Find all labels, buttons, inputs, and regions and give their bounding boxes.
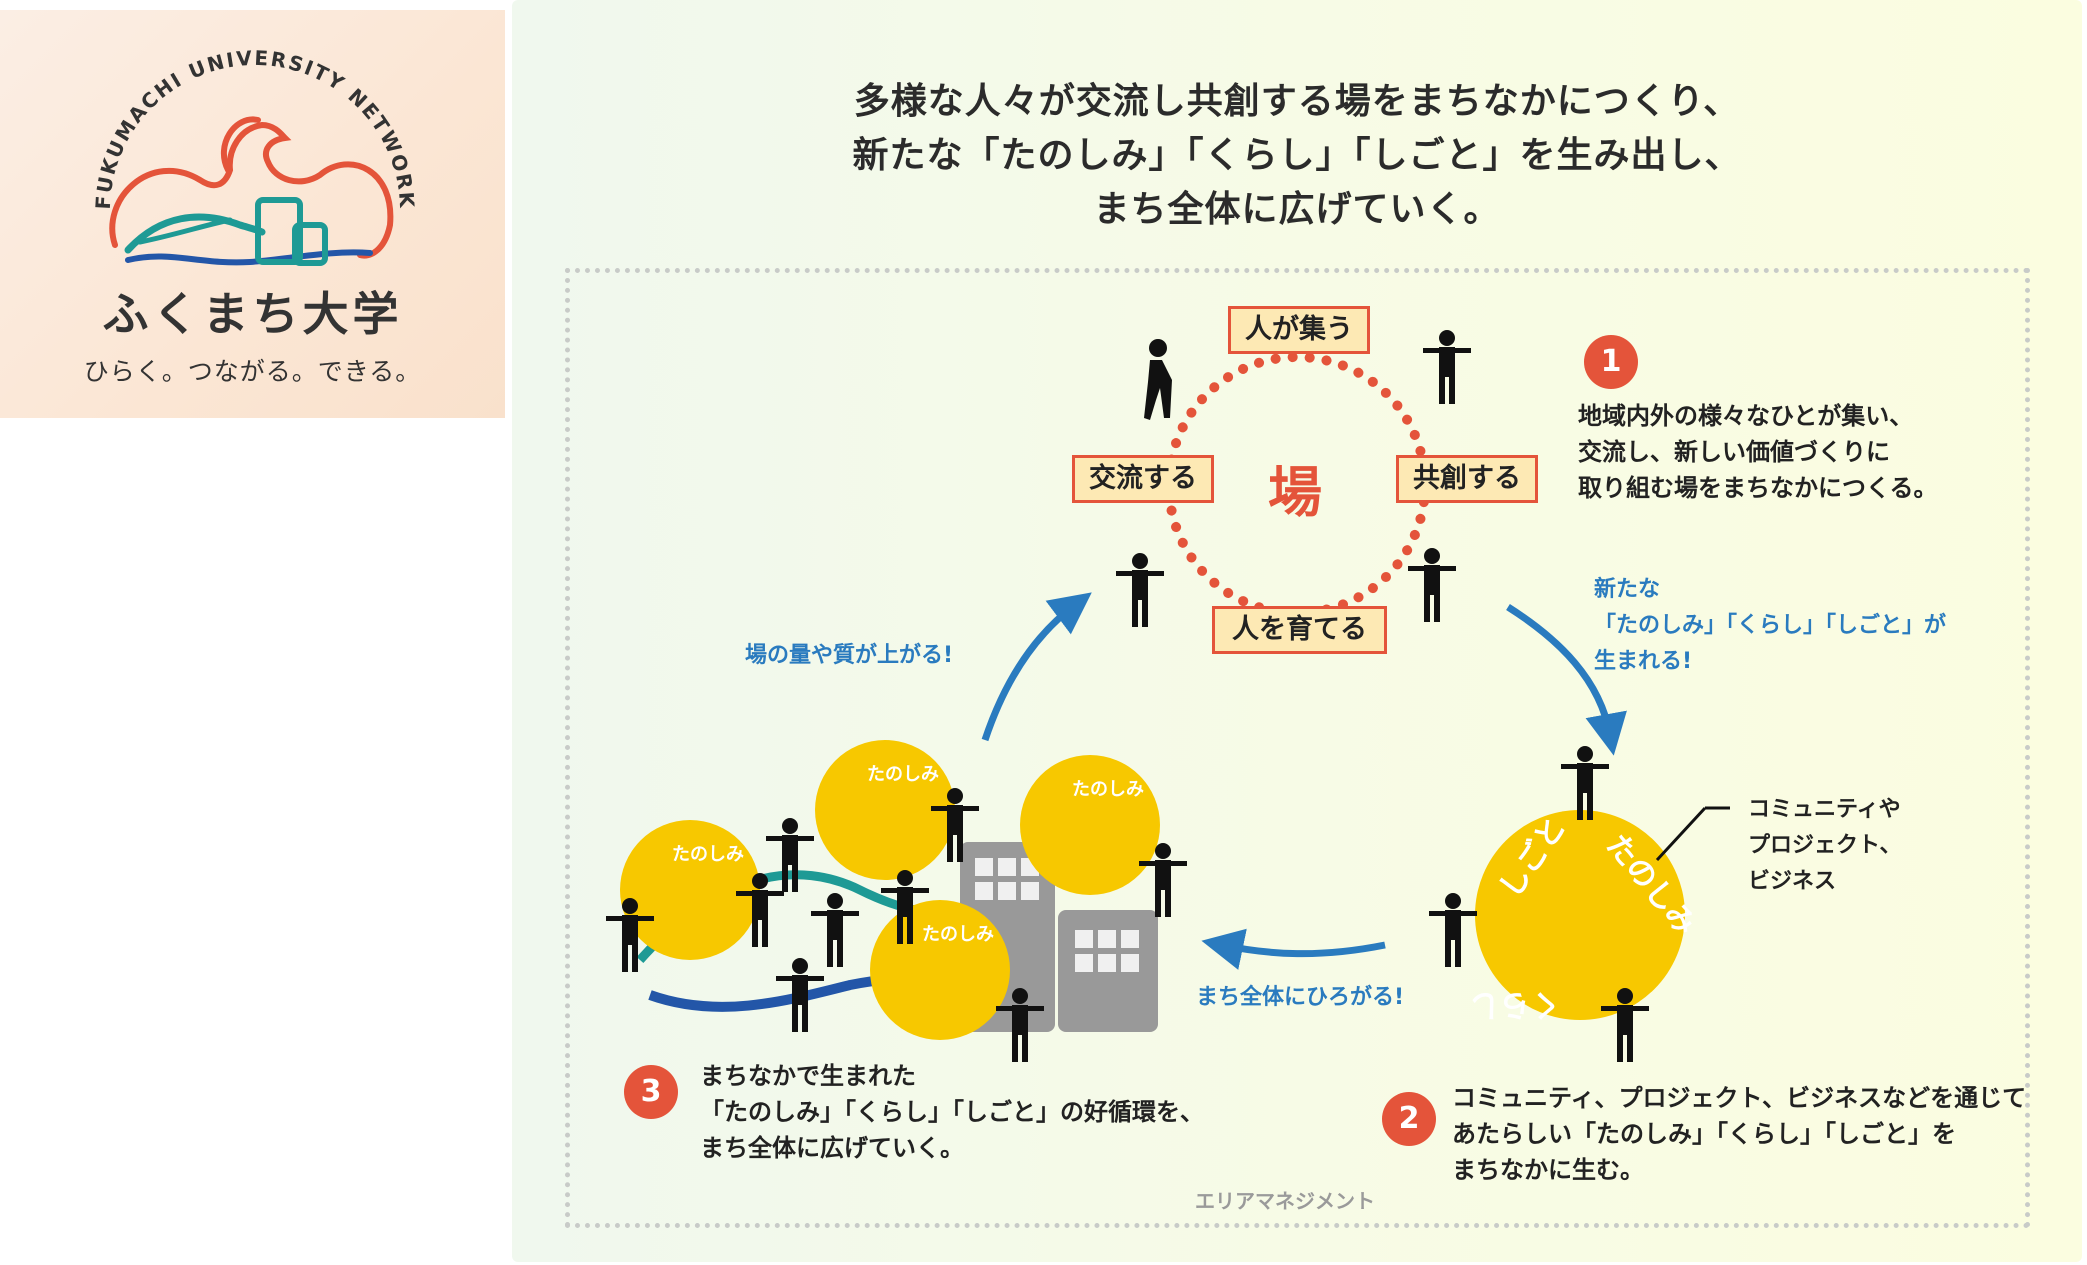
step-3-badge: 3 <box>624 1065 678 1119</box>
person-icon <box>1144 339 1172 420</box>
arrow-to-step3 <box>1201 928 1386 970</box>
arrow-to-step1 <box>981 592 1092 742</box>
small-circle <box>620 820 760 960</box>
small-circle <box>1020 755 1160 895</box>
circle-word-b: くらし <box>1470 987 1560 1022</box>
label-exchange: 交流する <box>1072 455 1214 503</box>
ba-center-label: 場 <box>1268 461 1322 524</box>
step-3-line-3: まち全体に広げていく。 <box>700 1134 964 1162</box>
circle-word-a: たのしみ <box>672 844 744 865</box>
arrow-to-step2 <box>1506 604 1627 756</box>
heading-line-1: 多様な人々が交流し共創する場をまちなかにつくり、 <box>853 81 1741 122</box>
label-nurture: 人を育てる <box>1212 606 1387 654</box>
community-pointer <box>1655 806 1707 862</box>
step-3-line-1: まちなかで生まれた <box>700 1062 916 1090</box>
step-2-line-2: あたらしい「たのしみ」「くらし」「しごと」を <box>1452 1120 1956 1148</box>
label-gather: 人が集う <box>1228 306 1370 354</box>
arrow-label-top-3: 生まれる! <box>1594 649 1693 674</box>
step-2-line-1: コミュニティ、プロジェクト、ビジネスなどを通じて <box>1452 1084 2027 1112</box>
community-note-1: コミュニティや <box>1748 797 1901 822</box>
person-icon <box>1116 553 1164 627</box>
step-1-badge: 1 <box>1584 335 1638 389</box>
circle-word-a: たのしみ <box>922 924 994 945</box>
arrow-label-top-1: 新たな <box>1594 577 1661 602</box>
step-1-line-3: 取り組む場をまちなかにつくる。 <box>1578 474 1938 502</box>
arrow-label-top-2: 「たのしみ」「くらし」「しごと」が <box>1594 613 1947 638</box>
community-note-3: ビジネス <box>1748 869 1837 894</box>
person-icon <box>1429 893 1477 967</box>
label-cocreate: 共創する <box>1396 455 1538 503</box>
community-note-2: プロジェクト、 <box>1748 833 1902 858</box>
person-icon <box>1561 746 1609 820</box>
step-1-line-2: 交流し、新しい価値づくりに <box>1578 438 1890 466</box>
circle-word-a: たのしみ <box>1072 779 1144 800</box>
arrow-label-bottom: まち全体にひろがる! <box>1196 985 1405 1010</box>
logo-emblem: FUKUMACHI UNIVERSITY NETWORK <box>91 46 417 266</box>
logo-tagline: ひらく。つながる。できる。 <box>83 357 422 386</box>
small-circle <box>815 740 955 880</box>
step-2-badge: 2 <box>1382 1092 1436 1146</box>
person-icon <box>1408 548 1456 622</box>
heading-line-2: 新たな「たのしみ」「くらし」「しごと」を生み出し、 <box>852 135 1742 176</box>
step-3-line-2: 「たのしみ」「くらし」「しごと」の好循環を、 <box>700 1098 1204 1126</box>
step-2-line-3: まちなかに生む。 <box>1452 1156 1644 1184</box>
area-management-frame <box>565 268 2030 1228</box>
heading-line-3: まち全体に広げていく。 <box>1093 189 1501 230</box>
person-icon <box>1423 330 1471 404</box>
logo-panel: FUKUMACHI UNIVERSITY NETWORK ふくまち大学 ひらく。… <box>0 10 505 418</box>
small-circle <box>870 900 1010 1040</box>
logo-name: ふくまち大学 <box>102 287 403 341</box>
person-icon <box>811 893 859 967</box>
step-1-line-1: 地域内外の様々なひとが集い、 <box>1578 402 1914 430</box>
arrow-label-left: 場の量や質が上がる! <box>745 643 954 668</box>
circle-word-a: たのしみ <box>867 764 939 785</box>
area-management-label: エリアマネジメント <box>1195 1189 1375 1213</box>
community-circle <box>1475 810 1685 1020</box>
